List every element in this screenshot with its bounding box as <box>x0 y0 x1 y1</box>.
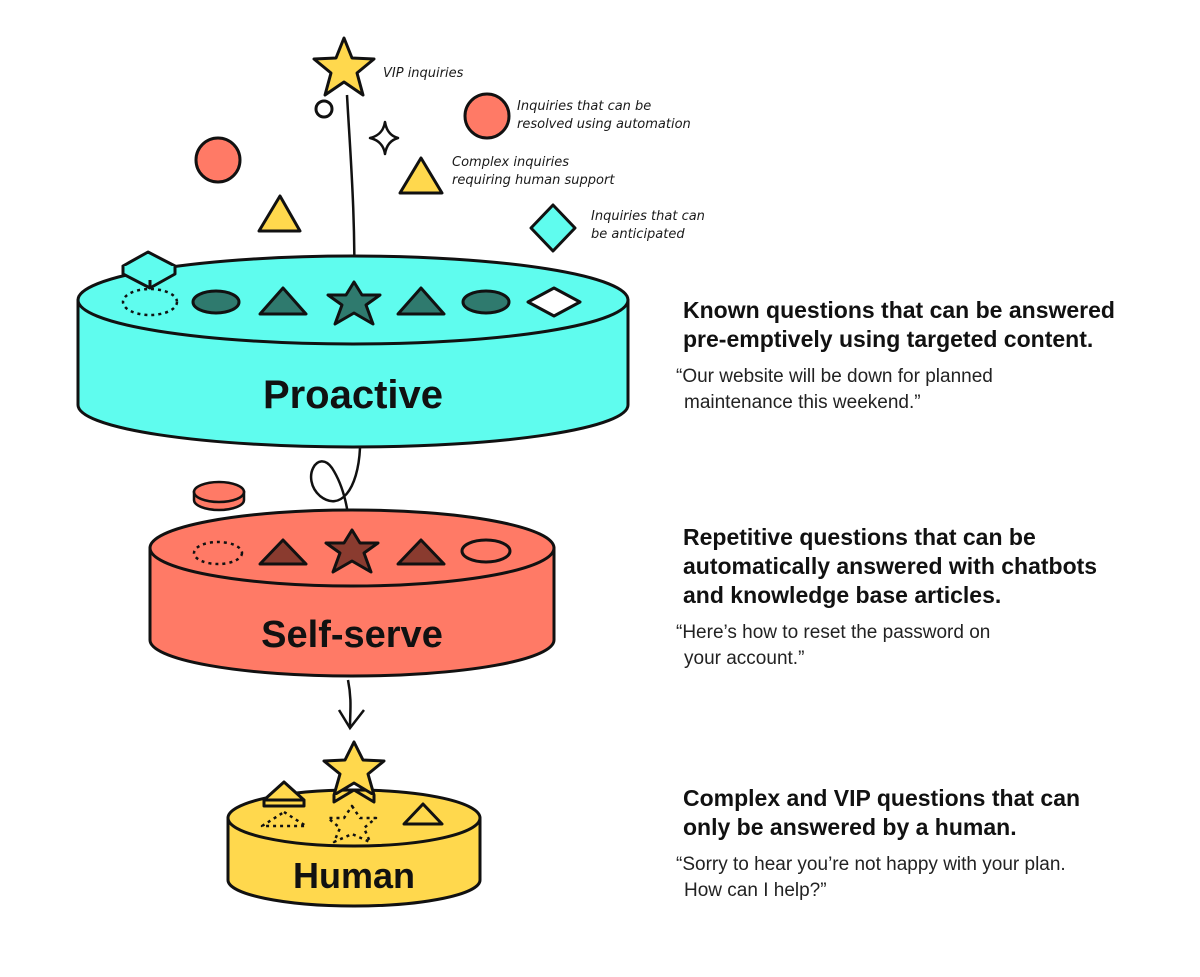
description-quote: “Here’s how to reset the password on you… <box>676 622 991 669</box>
empty-slot-outline <box>121 287 179 317</box>
triangle-icon <box>257 194 302 233</box>
description-proactive: Known questions that can be answered pre… <box>676 296 1146 416</box>
legend: VIP inquiries Inquiries that can be reso… <box>194 36 705 253</box>
sparkle-icon <box>368 120 400 156</box>
circle-mark <box>191 289 241 315</box>
tier-proactive: Proactive <box>76 250 630 449</box>
triangle-mark <box>396 286 446 316</box>
legend-label-automation-1: Inquiries that can be <box>517 99 651 114</box>
description-quote: “Our website will be down for planned ma… <box>676 366 993 413</box>
description-heading: Complex and VIP questions that can only … <box>683 785 1081 840</box>
star-mark <box>326 280 382 326</box>
circle-icon <box>194 136 242 184</box>
triangle-mark <box>396 538 446 566</box>
triangle-chip-icon <box>262 780 306 808</box>
description-heading: Known questions that can be answered pre… <box>683 297 1115 352</box>
triangle-icon <box>398 156 444 195</box>
legend-label-vip: VIP inquiries <box>383 66 464 81</box>
legend-label-anticipated-2: be anticipated <box>591 227 685 242</box>
circle-mark <box>460 538 512 564</box>
connector-loop-line <box>309 447 362 549</box>
circle-mark <box>461 289 511 315</box>
star-chip-icon <box>322 740 386 797</box>
empty-slot-outline <box>192 540 244 566</box>
legend-label-complex-1: Complex inquiries <box>452 155 569 170</box>
legend-label-complex-2: requiring human support <box>452 173 615 188</box>
triangle-mark <box>258 538 308 566</box>
star-icon <box>312 36 376 97</box>
legend-label-anticipated-1: Inquiries that can <box>591 209 705 224</box>
triangle-mark <box>258 286 308 316</box>
small-ring-icon <box>314 99 334 119</box>
description-human: Complex and VIP questions that can only … <box>676 784 1146 904</box>
down-arrow-icon <box>337 679 365 731</box>
description-quote: “Sorry to hear you’re not happy with you… <box>676 854 1066 901</box>
tier-selfserve: Self-serve <box>148 508 556 678</box>
description-selfserve: Repetitive questions that can be automat… <box>676 523 1146 672</box>
star-mark <box>324 528 380 574</box>
tier-label-human: Human <box>293 855 415 896</box>
circle-icon <box>463 92 511 140</box>
triangle-mark <box>402 802 444 826</box>
tier-label-proactive: Proactive <box>263 373 443 417</box>
coin-icon <box>192 480 246 512</box>
diamond-icon <box>529 203 577 253</box>
legend-label-automation-2: resolved using automation <box>517 117 691 132</box>
tier-human: Human <box>226 740 482 908</box>
diamond-mark <box>526 286 582 318</box>
tier-label-selfserve: Self-serve <box>261 614 443 656</box>
description-heading: Repetitive questions that can be automat… <box>683 524 1098 608</box>
